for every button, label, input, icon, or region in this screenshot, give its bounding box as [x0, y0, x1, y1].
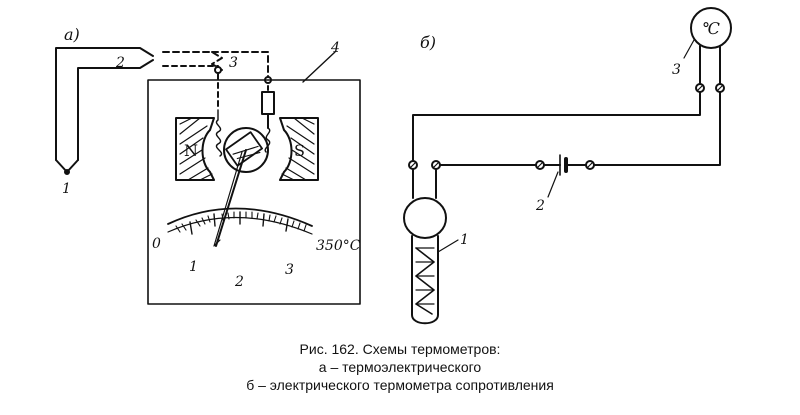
scale-three-label: 3 — [285, 262, 294, 278]
circuit-return — [589, 91, 721, 166]
wire-label: 2 — [115, 55, 125, 71]
thermocouple-label: 1 — [62, 181, 71, 197]
scale-max-label: 350°C — [316, 238, 361, 254]
meter-housing — [147, 79, 361, 305]
extension-wire-upper — [162, 51, 223, 71]
series-resistor — [261, 91, 275, 115]
battery-label: 2 — [535, 198, 545, 214]
thermometer-diagram: а) 1 2 3 4 N S 0 1 2 3 350°C б) ℃ 3 2 1 — [55, 7, 732, 325]
extension-wire-lower — [162, 65, 219, 111]
scale-two-label: 2 — [234, 274, 244, 290]
spring-right — [264, 127, 271, 153]
scale-zero-label: 0 — [152, 236, 161, 252]
thermoelectric-scheme — [55, 47, 361, 305]
caption-line-b: б – электрического термометра сопротивле… — [246, 377, 554, 393]
pole-s-label: S — [294, 141, 305, 160]
caption-title: Рис. 162. Схемы термометров: — [299, 341, 501, 357]
sensor-label: 1 — [460, 232, 469, 248]
panel-b-label: б) — [420, 33, 436, 52]
magnet-pole-s — [279, 117, 319, 181]
ratio-meter — [690, 7, 732, 49]
scale-one-label: 1 — [189, 259, 198, 275]
resistance-scheme — [403, 7, 732, 325]
caption-line-a: а – термоэлектрического — [318, 359, 482, 375]
meter-symbol: ℃ — [702, 19, 720, 38]
pole-n-label: N — [184, 141, 198, 160]
thermocouple-lead-outer — [55, 47, 154, 161]
circuit-loop — [412, 91, 701, 161]
sensor-head — [403, 197, 447, 239]
battery — [535, 154, 595, 176]
spring-left — [215, 109, 223, 157]
pointer — [215, 149, 247, 247]
sensor-winding — [415, 247, 435, 315]
meter-label: 3 — [672, 62, 681, 78]
moving-coil — [225, 131, 263, 167]
junction-label: 3 — [229, 55, 238, 71]
sensor-tube — [411, 235, 439, 325]
panel-a-label: а) — [64, 25, 80, 44]
figure-caption: Рис. 162. Схемы термометров: а – термоэл… — [0, 340, 800, 394]
housing-label: 4 — [330, 40, 340, 56]
thermocouple-lead-inner — [77, 59, 154, 161]
magnet-pole-n — [175, 117, 215, 181]
scale-arc — [167, 207, 313, 227]
labels: а) 1 2 3 4 N S 0 1 2 3 350°C б) ℃ 3 2 1 — [62, 19, 720, 290]
